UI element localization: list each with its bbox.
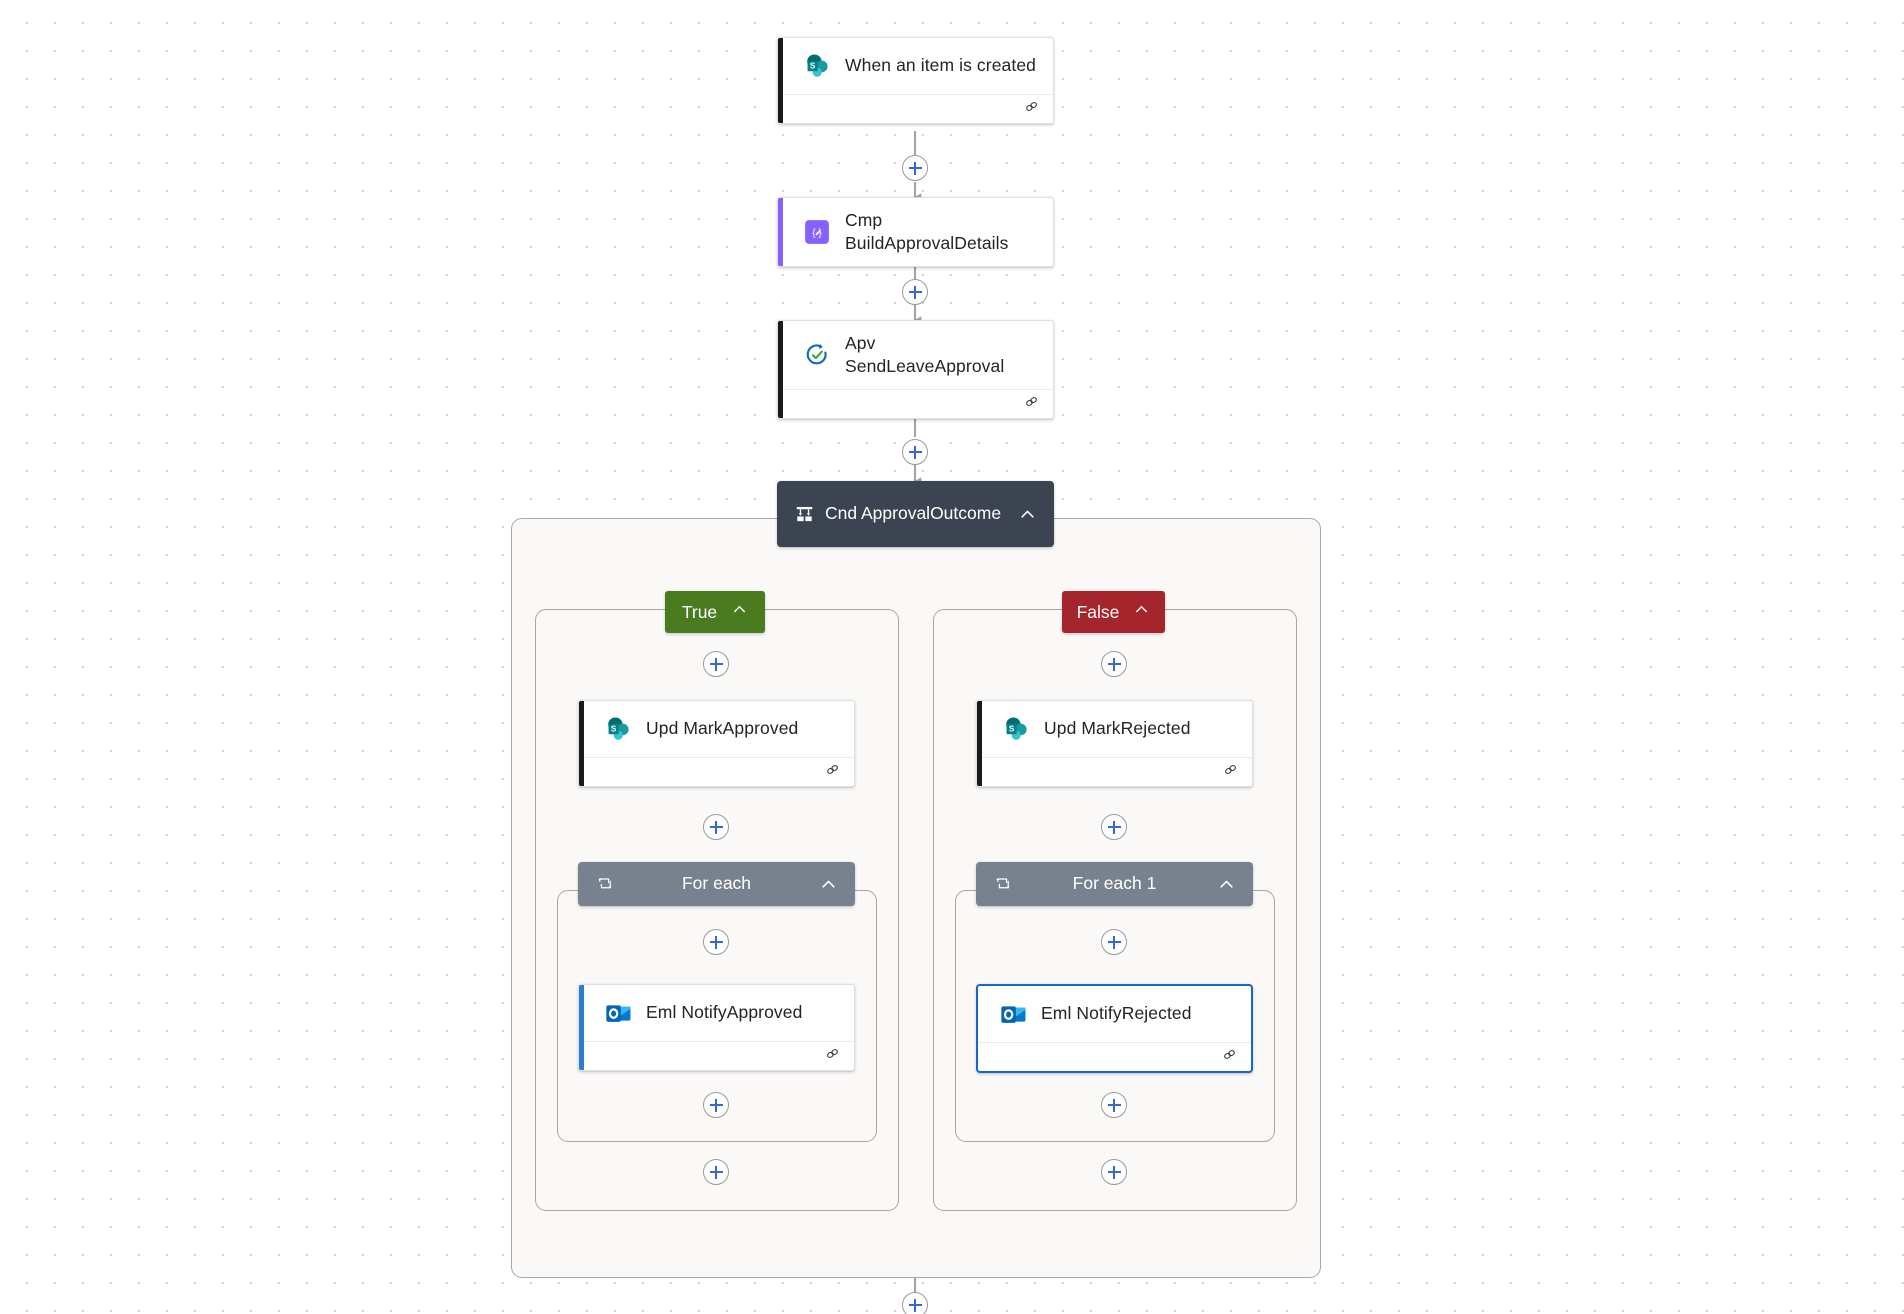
- chevron-up-icon[interactable]: [1213, 875, 1239, 894]
- loop-icon: [592, 875, 618, 893]
- node-title: Upd MarkApproved: [646, 718, 799, 739]
- node-title: Apv SendLeaveApproval: [845, 333, 1005, 377]
- add-step-true-bottom[interactable]: [703, 1159, 729, 1185]
- node-apv-sendleaveapproval[interactable]: Apv SendLeaveApproval: [777, 320, 1054, 420]
- node-title: Cmp BuildApprovalDetails: [845, 210, 1009, 254]
- add-step-false-after-update[interactable]: [1101, 814, 1127, 840]
- node-upd-markrejected[interactable]: S Upd MarkRejected: [976, 700, 1253, 787]
- chevron-up-icon[interactable]: [1014, 505, 1040, 524]
- node-accent-bar: [579, 985, 584, 1070]
- link-icon[interactable]: [1023, 393, 1040, 415]
- condition-icon: [791, 504, 817, 525]
- node-title: Cnd ApprovalOutcome: [825, 503, 1002, 524]
- add-step-true-after-update[interactable]: [703, 814, 729, 840]
- link-icon[interactable]: [1221, 1046, 1238, 1068]
- false-branch-badge[interactable]: False: [1062, 591, 1165, 633]
- node-footer: [778, 389, 1053, 418]
- node-title: Eml NotifyRejected: [1041, 1003, 1192, 1024]
- node-for-each-1[interactable]: For each 1: [976, 862, 1253, 906]
- chevron-up-icon[interactable]: [815, 875, 841, 894]
- node-eml-notifyrejected[interactable]: Eml NotifyRejected: [976, 984, 1253, 1073]
- approvals-icon: [802, 340, 832, 370]
- link-icon[interactable]: [1023, 98, 1040, 120]
- node-accent-bar: [778, 198, 783, 267]
- node-when-an-item-is-created[interactable]: S When an item is created: [777, 37, 1054, 124]
- add-step-after-approval[interactable]: [902, 439, 928, 465]
- node-eml-notifyapproved[interactable]: Eml NotifyApproved: [578, 984, 855, 1071]
- link-icon[interactable]: [1222, 761, 1239, 783]
- svg-text:S: S: [810, 62, 816, 71]
- add-step-true-top[interactable]: [703, 651, 729, 677]
- add-step-true-foreach-bottom[interactable]: [703, 1092, 729, 1118]
- node-title: For each 1: [1072, 873, 1157, 894]
- node-cmp-buildapprovaldetails[interactable]: { } Cmp BuildApprovalDetails: [777, 197, 1054, 268]
- link-icon[interactable]: [824, 761, 841, 783]
- chevron-up-icon[interactable]: [1133, 601, 1150, 623]
- node-title: Eml NotifyApproved: [646, 1002, 803, 1023]
- add-step-false-bottom[interactable]: [1101, 1159, 1127, 1185]
- false-branch-label: False: [1076, 601, 1120, 622]
- sharepoint-icon: S: [603, 714, 633, 744]
- loop-icon: [990, 875, 1016, 893]
- outlook-icon: [603, 998, 633, 1028]
- node-cnd-approvaloutcome[interactable]: Cnd ApprovalOutcome: [777, 481, 1054, 547]
- add-step-after-condition[interactable]: [902, 1292, 928, 1314]
- node-accent-bar: [778, 38, 783, 123]
- node-accent-bar: [579, 701, 584, 786]
- node-accent-bar: [778, 321, 783, 419]
- add-step-after-trigger[interactable]: [902, 155, 928, 181]
- sharepoint-icon: S: [802, 51, 832, 81]
- add-step-after-compose[interactable]: [902, 279, 928, 305]
- add-step-false-foreach-bottom[interactable]: [1101, 1092, 1127, 1118]
- compose-icon: { }: [802, 217, 832, 247]
- node-upd-markapproved[interactable]: S Upd MarkApproved: [578, 700, 855, 787]
- true-branch-badge[interactable]: True: [665, 591, 765, 633]
- add-step-false-top[interactable]: [1101, 651, 1127, 677]
- sharepoint-icon: S: [1001, 714, 1031, 744]
- svg-text:S: S: [611, 725, 617, 734]
- node-footer: [778, 94, 1053, 123]
- node-title: Upd MarkRejected: [1044, 718, 1191, 739]
- node-footer: [579, 1041, 854, 1070]
- node-title: When an item is created: [845, 55, 1036, 76]
- add-step-true-foreach-top[interactable]: [703, 929, 729, 955]
- node-footer: [579, 757, 854, 786]
- link-icon[interactable]: [824, 1045, 841, 1067]
- node-title: For each: [681, 873, 752, 894]
- true-branch-label: True: [681, 601, 718, 622]
- node-footer: [977, 757, 1252, 786]
- node-for-each[interactable]: For each: [578, 862, 855, 906]
- outlook-icon: [998, 999, 1028, 1029]
- node-accent-bar: [977, 701, 982, 786]
- node-footer: [978, 1042, 1251, 1071]
- chevron-up-icon[interactable]: [731, 601, 748, 623]
- add-step-false-foreach-top[interactable]: [1101, 929, 1127, 955]
- svg-text:S: S: [1009, 725, 1015, 734]
